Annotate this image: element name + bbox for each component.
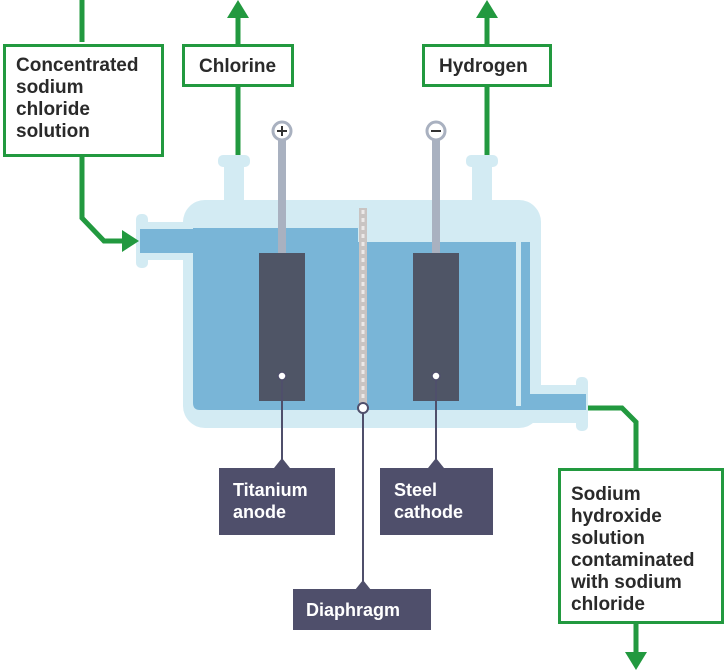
inlet-arrow-icon (122, 230, 139, 252)
cathode-rod (432, 137, 440, 257)
pointer-lines (281, 376, 437, 585)
label-steel-cathode: Steel cathode (380, 468, 493, 535)
sodium-hydroxide-arrow-icon (625, 652, 647, 670)
label-diaphragm: Diaphragm (293, 589, 431, 630)
positive-terminal-icon (271, 120, 293, 142)
anode-rod (278, 137, 286, 257)
output-label-sodium-hydroxide: Sodium hydroxide solution contaminated w… (558, 468, 724, 624)
chlorine-arrow-icon (227, 0, 249, 18)
label-titanium-anode: Titanium anode (219, 468, 335, 535)
negative-terminal-icon (425, 120, 447, 142)
output-label-hydrogen: Hydrogen (422, 44, 552, 87)
input-label-concentrated-nacl: Concentrated sodium chloride solution (3, 44, 164, 157)
output-label-chlorine: Chlorine (182, 44, 294, 87)
hydrogen-arrow-icon (476, 0, 498, 18)
